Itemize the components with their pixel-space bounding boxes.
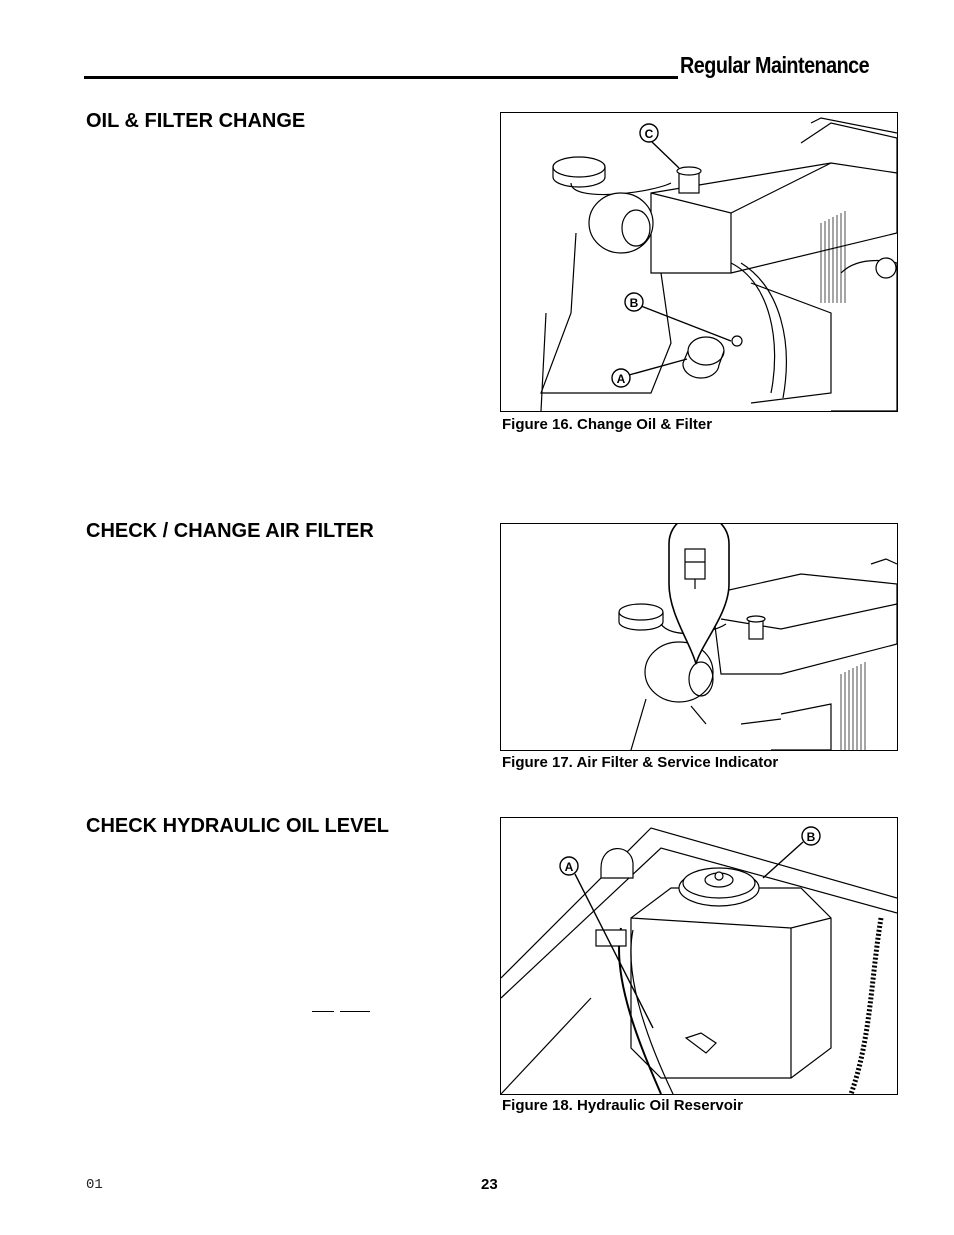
air-filter-heading: CHECK / CHANGE AIR FILTER [86, 520, 374, 542]
callout-b: B [624, 292, 644, 312]
oil-filter-change-heading: OIL & FILTER CHANGE [86, 110, 306, 132]
callout-c: C [639, 123, 659, 143]
callout-a: A [559, 856, 579, 876]
figure-16-illustration: C B A [500, 112, 898, 412]
page-number: 23 [481, 1176, 498, 1193]
svg-text:B: B [630, 296, 639, 310]
svg-text:C: C [645, 127, 654, 141]
blank-underline [340, 1011, 370, 1012]
figure-17-caption: Figure 17. Air Filter & Service Indicato… [502, 754, 779, 771]
hydraulic-oil-heading: CHECK HYDRAULIC OIL LEVEL [86, 815, 389, 837]
svg-text:A: A [565, 860, 574, 874]
footer-code: 01 [86, 1177, 103, 1193]
header-rule [84, 76, 678, 79]
callout-b: B [801, 826, 821, 846]
page-title: Regular Maintenance [680, 52, 870, 78]
svg-text:A: A [617, 372, 626, 386]
figure-16-caption: Figure 16. Change Oil & Filter [502, 416, 713, 433]
blank-underline [312, 1011, 334, 1012]
figure-17-illustration [500, 523, 898, 751]
figure-18-illustration: A B [500, 817, 898, 1095]
svg-text:B: B [807, 830, 816, 844]
callout-a: A [611, 368, 631, 388]
figure-18-caption: Figure 18. Hydraulic Oil Reservoir [502, 1097, 743, 1114]
